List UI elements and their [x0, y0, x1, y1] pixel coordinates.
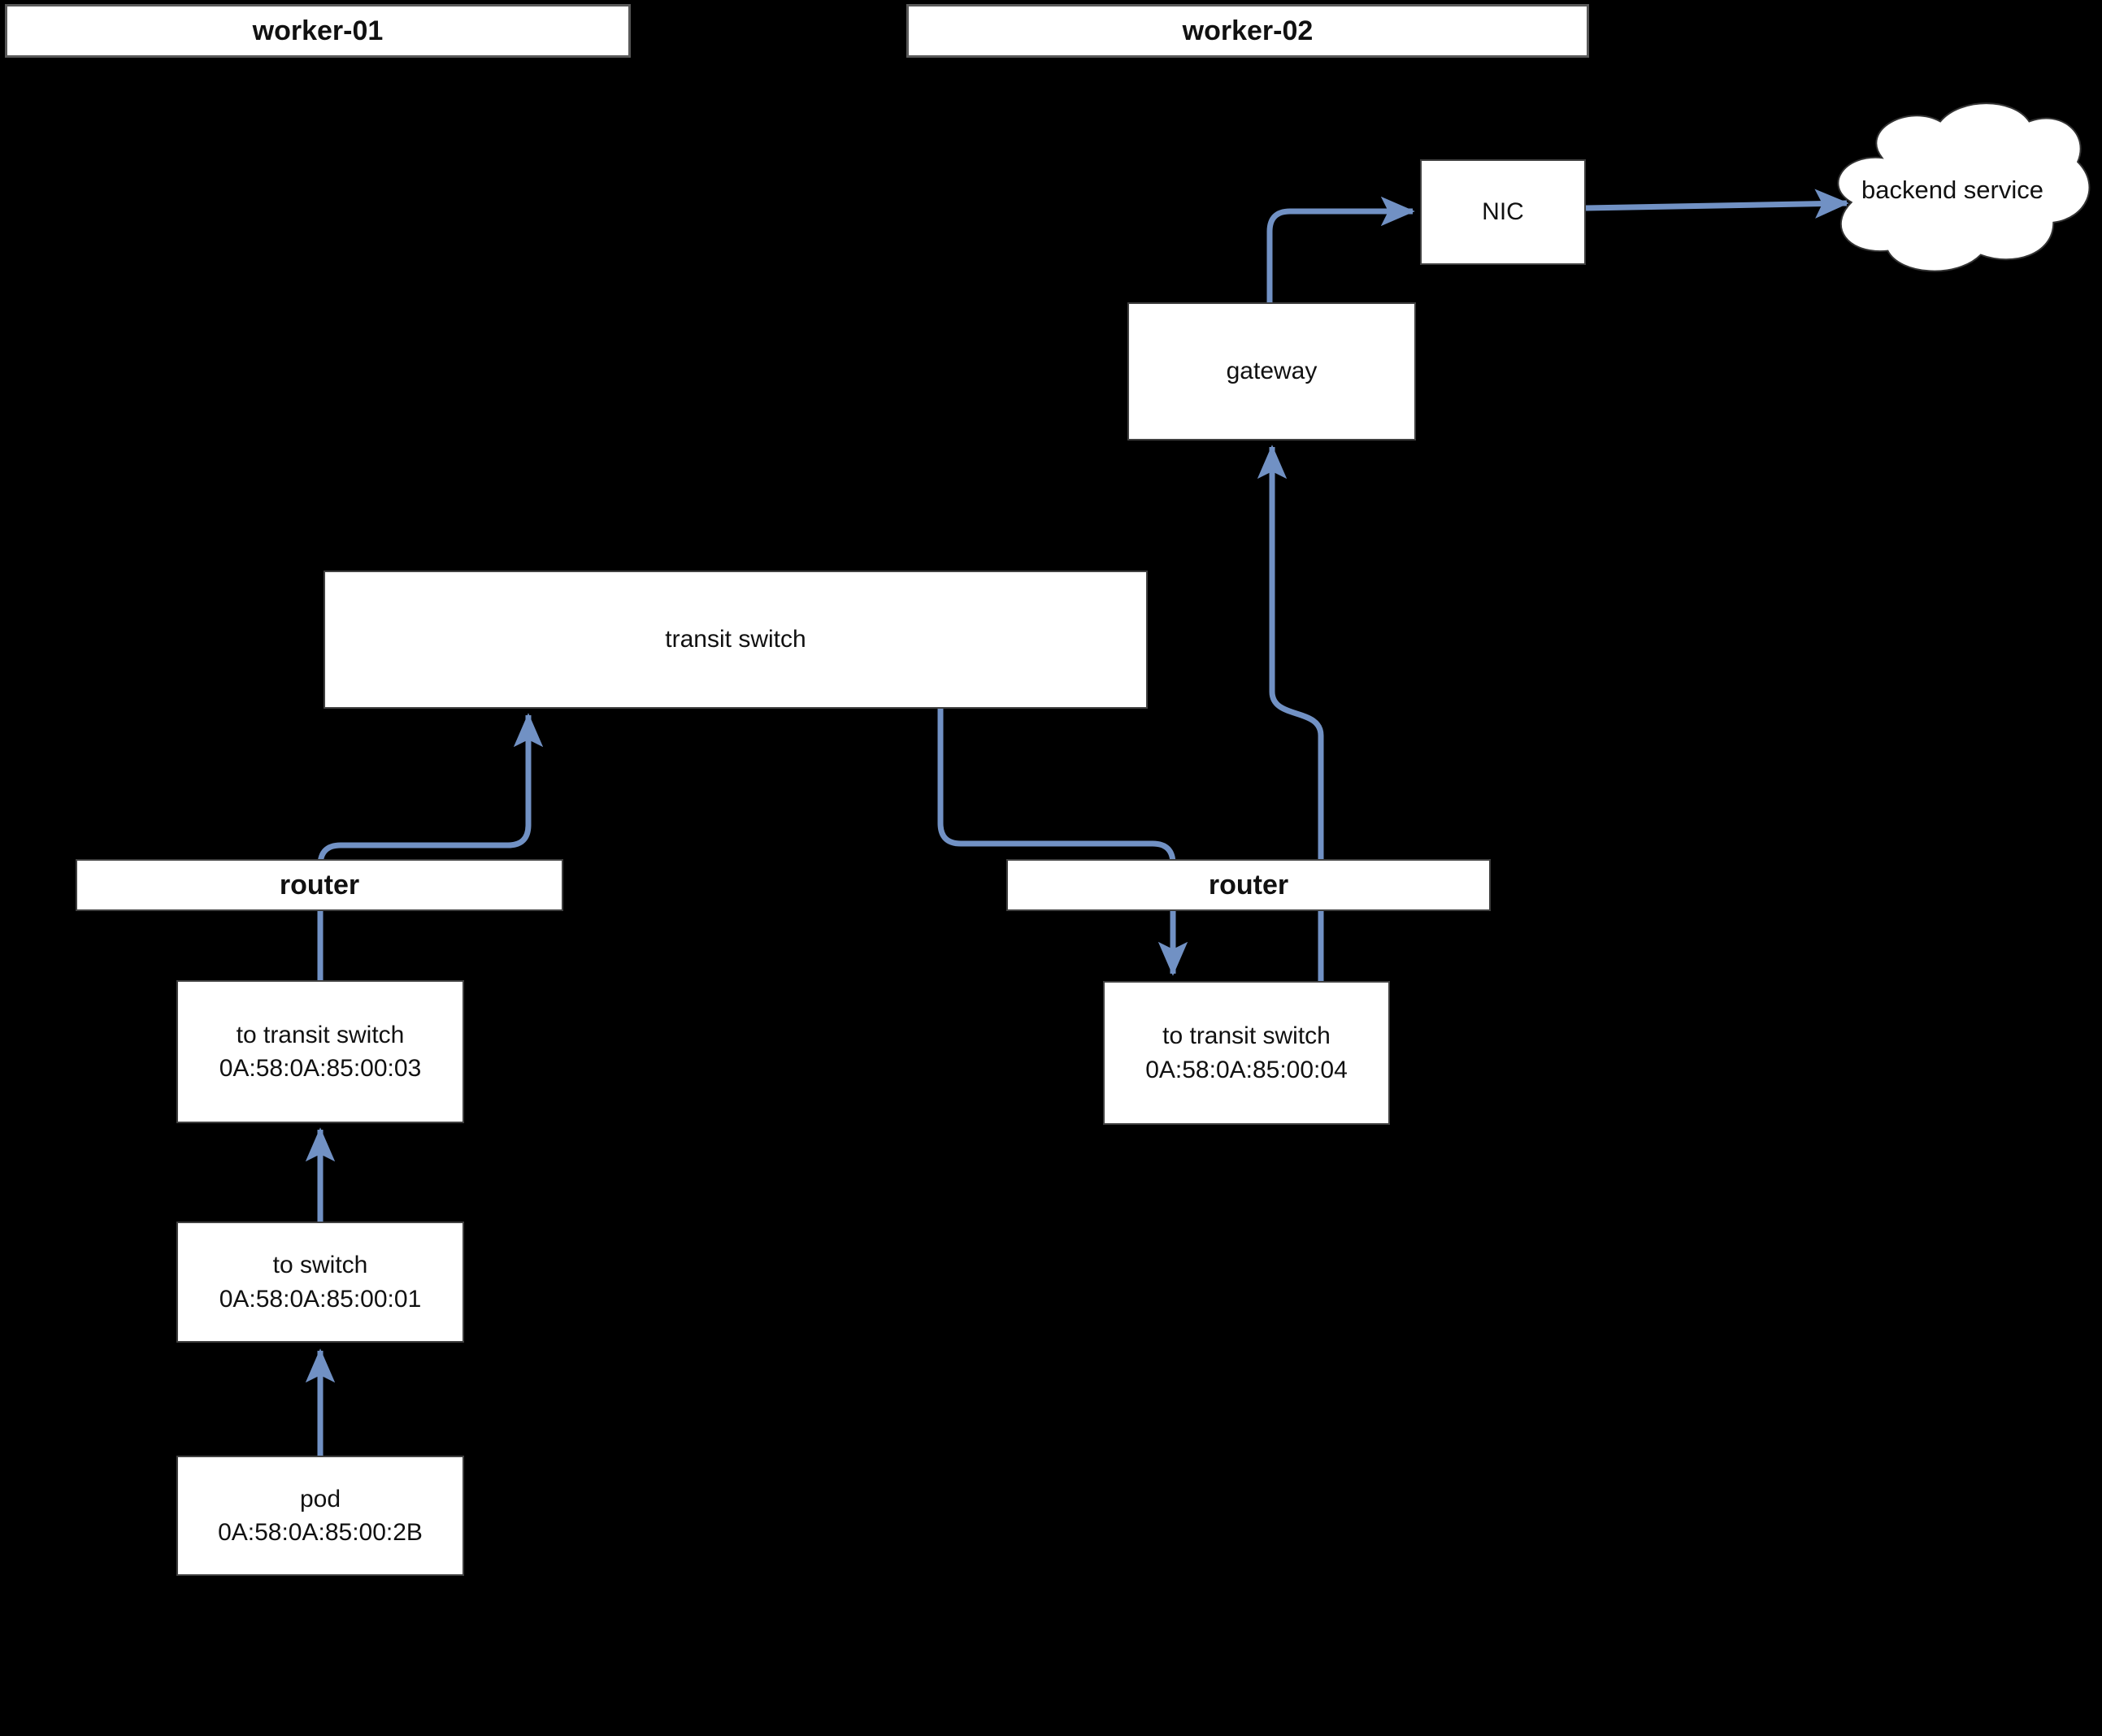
transit-switch-box: transit switch: [324, 571, 1148, 709]
backend-service-label: backend service: [1861, 176, 2043, 204]
backend-service-cloud: backend service: [1811, 96, 2094, 284]
cloud-shape: [1837, 102, 2091, 272]
arrow-gateway-to-nic: [1266, 196, 1415, 302]
arrow-nic-to-backend: [1585, 189, 1849, 219]
worker-01-band: worker-01: [5, 4, 631, 58]
nic-box: NIC: [1420, 159, 1586, 265]
worker-02-title: worker-02: [1182, 15, 1314, 46]
arrow-transit-switch-to-port04: [937, 709, 1188, 976]
router-left-label: router: [279, 869, 360, 901]
router-band-worker02: router: [1006, 859, 1491, 911]
to-transit-switch-04-line1: to transit switch: [1162, 1022, 1331, 1050]
arrow-port03-to-transit-switch: [317, 713, 544, 980]
to-transit-switch-03-line1: to transit switch: [236, 1021, 405, 1048]
pod-box: pod 0A:58:0A:85:00:2B: [176, 1456, 464, 1576]
router-band-worker01: router: [76, 859, 563, 911]
worker-02-band: worker-02: [906, 4, 1589, 58]
arrow-port04-to-gateway: [1257, 445, 1324, 981]
to-transit-switch-03-mac: 0A:58:0A:85:00:03: [219, 1055, 422, 1082]
worker-01-title: worker-01: [252, 15, 384, 46]
pod-line1: pod: [299, 1485, 341, 1512]
router-right-label: router: [1208, 869, 1289, 901]
nic-label: NIC: [1482, 198, 1524, 226]
to-transit-switch-04-mac: 0A:58:0A:85:00:04: [1145, 1056, 1348, 1083]
pod-mac: 0A:58:0A:85:00:2B: [218, 1519, 423, 1546]
to-switch-line1: to switch: [272, 1252, 368, 1279]
gateway-label: gateway: [1226, 358, 1318, 385]
to-switch-port-box: to switch 0A:58:0A:85:00:01: [176, 1222, 464, 1343]
to-switch-mac: 0A:58:0A:85:00:01: [219, 1285, 422, 1313]
gateway-box: gateway: [1127, 302, 1416, 441]
transit-switch-label: transit switch: [665, 626, 806, 653]
to-transit-switch-port-04-box: to transit switch 0A:58:0A:85:00:04: [1103, 981, 1390, 1125]
to-transit-switch-port-03-box: to transit switch 0A:58:0A:85:00:03: [176, 980, 464, 1123]
